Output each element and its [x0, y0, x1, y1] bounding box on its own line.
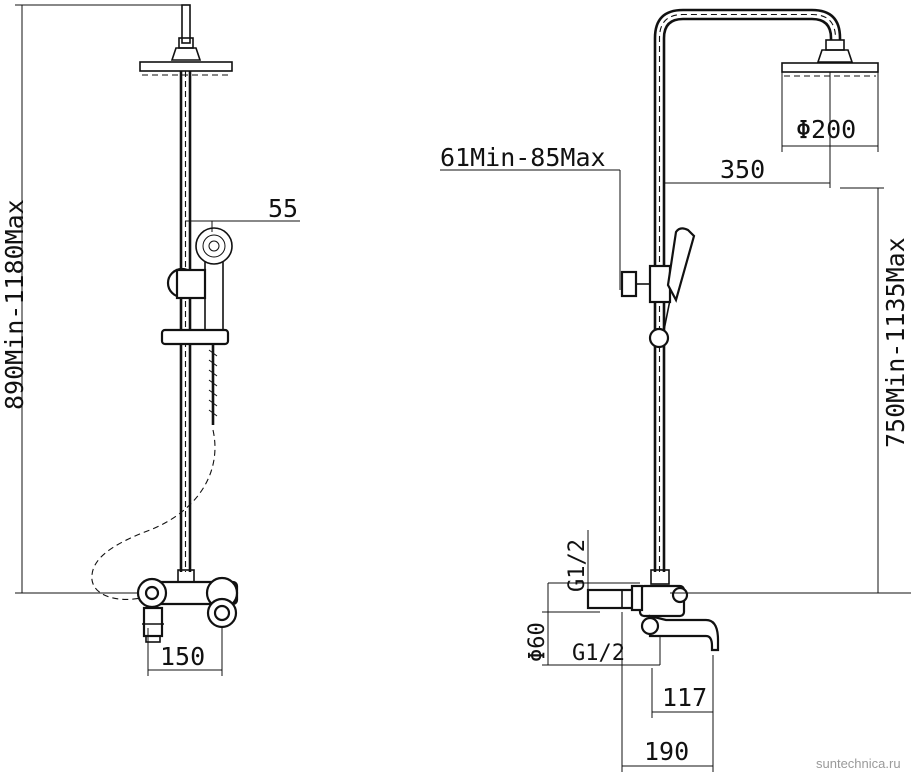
total-depth-label: 190: [644, 737, 689, 766]
arm-offset-label: 61Min-85Max: [440, 143, 606, 172]
holder-bracket: [175, 268, 207, 300]
slider-clamp: [160, 328, 230, 346]
hand-shower-head: [195, 227, 233, 265]
spout-front-tip: [145, 635, 161, 643]
hand-shower-offset-label: 55: [268, 194, 298, 223]
hand-shower-face: [202, 234, 226, 258]
slider-ball: [648, 327, 670, 349]
escutcheon: [630, 584, 644, 612]
riser-arm-inner: [662, 17, 833, 572]
inlet-top-label: G1/2: [565, 539, 590, 592]
front-view: [15, 4, 300, 676]
inlet-pipe-top: [586, 588, 640, 610]
hand-shower-side-handle: [663, 299, 671, 331]
top-pipe-stub: [181, 4, 191, 44]
head-neck: [170, 47, 202, 61]
right-overhead-plate: [781, 62, 879, 73]
right-head-neck: [816, 49, 854, 63]
riser-arm-outer: [653, 8, 842, 572]
right-height-label: 750Min-1135Max: [881, 237, 910, 448]
left-height-label: 890Min-1180Max: [0, 199, 29, 410]
hand-shower-side: [666, 227, 696, 303]
spout-side: [648, 614, 720, 652]
wall-bracket-clamp: [648, 264, 672, 304]
side-view: [440, 8, 911, 772]
hose-dashed-path: [91, 429, 216, 600]
right-lower-connector: [650, 569, 670, 585]
inlet-diameter-label: Φ60: [525, 622, 550, 662]
spout-front: [142, 606, 164, 638]
watermark: suntechnica.ru: [816, 756, 901, 771]
wall-bracket-plate: [620, 270, 638, 298]
hand-shower-handle: [204, 262, 224, 331]
hose-braid-pattern: [208, 349, 218, 417]
arm-length-label: 350: [720, 155, 765, 184]
left-width-label: 150: [160, 642, 205, 671]
head-diameter-label: Φ200: [796, 115, 856, 144]
right-head-connector: [825, 39, 845, 51]
riser-arm-centerline: [658, 13, 837, 572]
spout-reach-label: 117: [662, 683, 707, 712]
mixer-handle-center: [213, 604, 231, 622]
mixer-left-knob-center: [144, 585, 160, 601]
spout-pivot: [640, 616, 660, 636]
overhead-shower-plate: [139, 61, 233, 72]
hand-shower-center: [208, 240, 220, 252]
diverter-knob: [671, 586, 689, 604]
inlet-bottom-label: G1/2: [572, 641, 625, 666]
